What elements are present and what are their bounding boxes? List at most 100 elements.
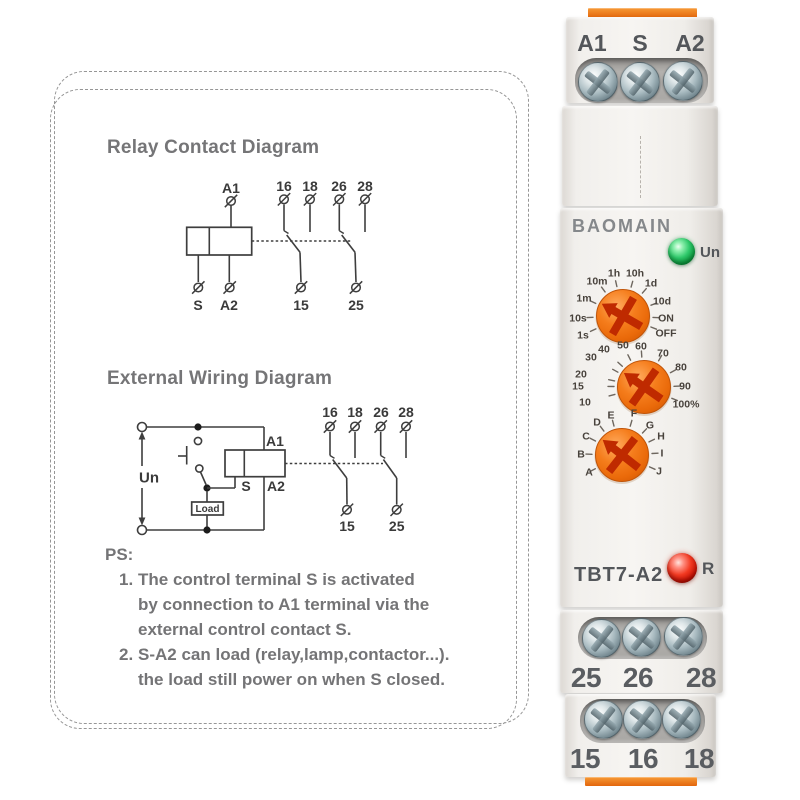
din-clip-bottom xyxy=(585,777,697,786)
dial-ticks xyxy=(585,419,659,473)
dial-ticks xyxy=(607,350,681,402)
scale-label: 20 xyxy=(575,369,587,381)
note-1-number: 1. xyxy=(119,570,134,589)
screw-icon xyxy=(582,619,621,658)
external-wiring-schematic: Un Load A1 S A2 xyxy=(136,404,414,536)
scale-label: E xyxy=(607,410,614,422)
bottom-terminal-label-15: 15 xyxy=(569,743,601,774)
load-label: Load xyxy=(196,504,220,515)
screw-icon xyxy=(584,700,623,739)
relay-led-red xyxy=(667,553,697,583)
scale-label: H xyxy=(657,431,665,443)
scale-label: 1m xyxy=(576,293,591,305)
notes-heading: PS: xyxy=(105,545,134,564)
terminal-label-26: 26 xyxy=(373,404,389,420)
scale-label: 10m xyxy=(586,276,607,288)
top-terminal-label-a1: A1 xyxy=(577,30,607,56)
top-terminal-block: A1 S A2 xyxy=(566,17,714,103)
scale-label: OFF xyxy=(656,328,678,340)
scale-label: D xyxy=(593,417,601,429)
terminal-label-16: 16 xyxy=(322,404,338,420)
note-1-line-1: The control terminal S is activated xyxy=(138,570,415,589)
scale-label: 100% xyxy=(673,399,701,411)
scale-label: 1h xyxy=(608,268,620,280)
note-2-line-1: S-A2 can load (relay,lamp,contactor...). xyxy=(138,645,450,664)
device-mid-section xyxy=(562,106,718,206)
dial-percent: 10 15 20 30 40 50 60 70 80 90 100% xyxy=(572,340,700,417)
scale-label: I xyxy=(661,448,664,460)
dashed-frame-outer xyxy=(54,71,529,724)
note-1-line-2: by connection to A1 terminal via the xyxy=(138,595,430,614)
note-1-line-3: external control contact S. xyxy=(138,620,352,639)
scale-label: C xyxy=(582,431,590,443)
device-front-face: BAOMAIN Un xyxy=(560,208,723,607)
scale-label: G xyxy=(646,420,654,432)
scale-label: A xyxy=(585,467,593,479)
bottom-terminal-label-26: 26 xyxy=(622,662,654,693)
bottom-terminal-block-1: 25 26 28 xyxy=(560,610,723,693)
rotary-dials: 1s 10s 1m 10m 1h 10h 1d 10d ON OFF xyxy=(569,268,700,485)
screw-icon xyxy=(622,618,661,657)
scale-label: 90 xyxy=(679,381,691,393)
dashed-frame-inner xyxy=(50,89,517,729)
relay-led-label: R xyxy=(702,559,715,578)
case-seam xyxy=(640,136,641,198)
bottom-terminal-label-28: 28 xyxy=(685,662,717,693)
control-loop: Load xyxy=(146,423,265,534)
supply-label-un: Un xyxy=(139,470,159,487)
supply-section: Un xyxy=(136,421,159,536)
top-terminal-label-a2: A2 xyxy=(675,30,705,56)
scale-label: 80 xyxy=(675,362,687,374)
terminal-label-s: S xyxy=(193,297,202,313)
power-led-green xyxy=(668,238,695,265)
contact-section: 16 18 26 28 15 25 xyxy=(251,178,373,313)
bottom-terminal-block-2: 15 16 18 xyxy=(565,694,716,777)
screw-icon xyxy=(663,61,703,101)
top-terminal-label-s: S xyxy=(632,30,648,56)
model-number: TBT7-A2 xyxy=(574,564,664,586)
terminal-label-15: 15 xyxy=(339,518,355,534)
relay-contact-schematic: A1 S A2 16 18 26 28 xyxy=(185,178,373,313)
terminal-label-26: 26 xyxy=(331,178,347,194)
terminal-label-15: 15 xyxy=(293,297,309,313)
scale-label: B xyxy=(577,449,585,461)
bottom-terminal-label-16: 16 xyxy=(627,743,659,774)
bottom-terminal-label-18: 18 xyxy=(683,743,715,774)
scale-label: 10h xyxy=(626,268,644,280)
terminal-label-a2: A2 xyxy=(220,297,238,313)
scale-label: F xyxy=(631,408,638,420)
terminal-label-28: 28 xyxy=(357,178,373,194)
note-2-number: 2. xyxy=(119,645,134,664)
scale-label: 60 xyxy=(635,341,647,353)
screw-icon xyxy=(662,700,701,739)
scale-label: 30 xyxy=(585,352,597,364)
terminal-label-a1: A1 xyxy=(266,433,284,449)
scale-label: 40 xyxy=(598,344,610,356)
relay-box: A1 S A2 xyxy=(224,433,383,494)
terminal-label-18: 18 xyxy=(347,404,363,420)
notes-block: PS: 1.The control terminal S is activate… xyxy=(105,542,500,692)
terminal-label-s: S xyxy=(241,478,250,494)
contact-section: 16 18 26 28 15 25 xyxy=(322,404,414,534)
scale-label: 10s xyxy=(569,313,587,325)
bottom-terminal-label-25: 25 xyxy=(570,662,602,693)
terminal-label-16: 16 xyxy=(276,178,292,194)
dial-ticks xyxy=(586,280,660,333)
power-led-label: Un xyxy=(700,244,720,261)
screw-icon xyxy=(578,62,618,102)
scale-label: 50 xyxy=(617,340,629,352)
scale-label: 1d xyxy=(645,278,657,290)
terminal-label-a1: A1 xyxy=(222,180,240,196)
terminal-label-a2: A2 xyxy=(267,478,285,494)
terminal-label-25: 25 xyxy=(389,518,405,534)
coil-section: A1 S A2 xyxy=(185,180,253,313)
scale-label: 15 xyxy=(572,381,584,393)
terminal-label-18: 18 xyxy=(302,178,318,194)
screw-icon xyxy=(623,700,662,739)
scale-label: 70 xyxy=(657,348,669,360)
brand-logo: BAOMAIN xyxy=(572,216,672,236)
dial-mode: A B C D E F G H I J xyxy=(577,408,665,485)
screw-icon xyxy=(620,62,660,102)
terminal-label-25: 25 xyxy=(348,297,364,313)
scale-label: 10 xyxy=(579,397,591,409)
